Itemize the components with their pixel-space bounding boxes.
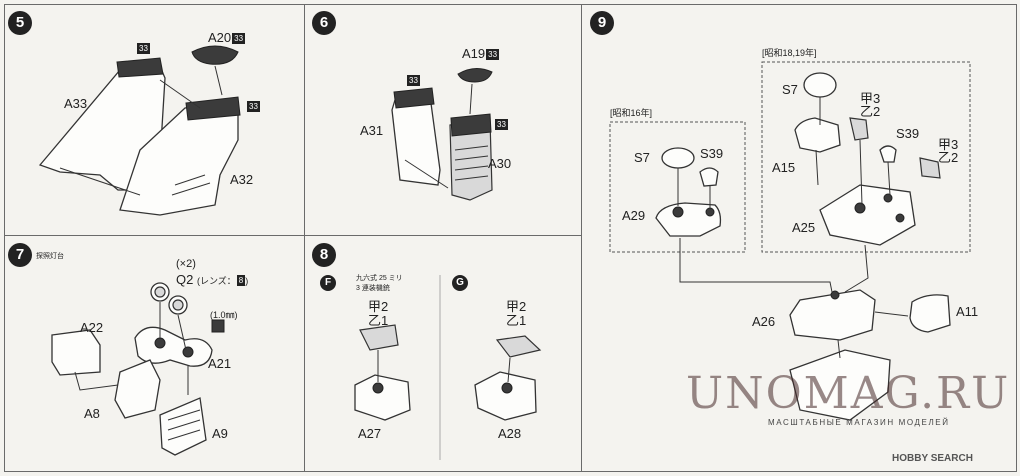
step-5-number: 5 (8, 11, 32, 35)
group-showa-18-19-label: [昭和18,19年] (762, 48, 817, 58)
part-k2-label: 甲2 (368, 299, 389, 314)
part-s7-label: S7 (634, 150, 650, 165)
part-s39-label: S39 (896, 126, 920, 141)
step-7-title: 探照灯台 (36, 253, 64, 260)
variant-g-marker: G (452, 275, 468, 291)
gun-note-line1: 九六式 25 ミリ (356, 275, 403, 282)
part-k2-label: 甲2 (506, 299, 527, 314)
part-q2-label: Q2 (レンズ：8) (176, 272, 249, 287)
part-a9-label: A9 (212, 426, 228, 441)
step-9-panel (581, 4, 1017, 472)
part-a26-label: A26 (752, 314, 776, 329)
step-6-panel (304, 4, 582, 236)
step-9-drawing (609, 61, 971, 421)
hobby-search-logo: HOBBY SEARCH (892, 453, 973, 464)
paint-badge: 33 (137, 43, 150, 55)
part-a21-label: A21 (208, 356, 232, 371)
step-6-drawing (391, 68, 493, 201)
paint-badge: 33 (407, 75, 420, 87)
drill-size-label: (1.0㎜) (210, 310, 238, 320)
qty-label: (×2) (176, 258, 196, 270)
gun-note-line2: 3 連装機銃 (356, 285, 390, 292)
variant-f-marker: F (320, 275, 336, 291)
part-a30-label: A30 (488, 156, 512, 171)
watermark-tagline: МАСШТАБНЫЕ МАГАЗИН МОДЕЛЕЙ (768, 418, 950, 427)
part-a32-label: A32 (230, 172, 254, 187)
part-a27-label: A27 (358, 426, 382, 441)
part-a15-label: A15 (772, 160, 796, 175)
step-6-number: 6 (312, 11, 336, 35)
step-7-drawing (51, 282, 225, 456)
step-8-panel (304, 235, 582, 472)
watermark-brand: UNOMAG.RU (686, 368, 1011, 419)
part-a11-label: A11 (956, 304, 979, 319)
step-8-drawing (354, 275, 542, 460)
group-showa-16-label: [昭和16年] (610, 108, 653, 118)
part-s7-label: S7 (782, 82, 798, 97)
step-5-drawing (38, 45, 241, 216)
paint-badge: 33 (495, 119, 508, 131)
part-a22-label: A22 (80, 320, 104, 335)
paint-badge: 33 (247, 101, 260, 113)
part-o1-label: 乙1 (506, 313, 527, 328)
part-a29-label: A29 (622, 208, 646, 223)
part-a8-label: A8 (84, 406, 100, 421)
part-s39-label: S39 (700, 146, 724, 161)
part-a28-label: A28 (498, 426, 522, 441)
step-7-number: 7 (8, 243, 32, 267)
part-o2-label: 乙2 (938, 150, 959, 165)
part-o1-label: 乙1 (368, 313, 389, 328)
step-8-number: 8 (312, 243, 336, 267)
part-o2-label: 乙2 (860, 104, 881, 119)
part-a25-label: A25 (792, 220, 816, 235)
part-k3-label: 甲3 (938, 137, 959, 152)
part-a31-label: A31 (360, 123, 384, 138)
part-a33-label: A33 (64, 96, 88, 111)
part-k3-label: 甲3 (860, 91, 881, 106)
step-9-number: 9 (590, 11, 614, 35)
